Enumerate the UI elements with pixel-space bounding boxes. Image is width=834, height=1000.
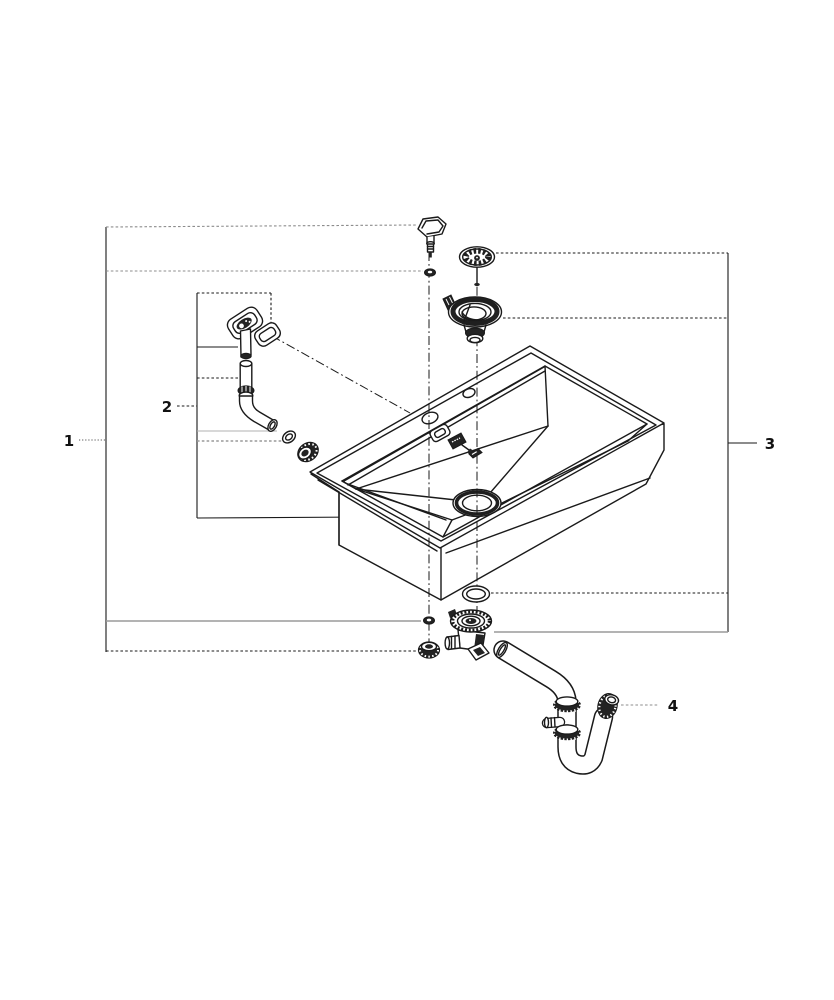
trap-ring-upper — [552, 696, 582, 714]
part-overflow-escutcheon — [226, 306, 264, 340]
reference-bracket-group3 — [491, 252, 757, 633]
sink-interior-lines — [341, 365, 648, 538]
trap-ring-lower — [552, 724, 582, 742]
sink-knob-hole — [421, 411, 439, 425]
callout-label-3: 3 — [765, 435, 775, 453]
part-strainer-plug — [458, 246, 496, 287]
part-overflow-tube-lower — [237, 359, 255, 400]
reference-box-group2 — [177, 292, 367, 519]
sink-clip — [461, 444, 483, 459]
part-overflow-oring — [281, 430, 297, 444]
sink-faucet-hole — [462, 387, 476, 399]
part-control-knob — [417, 216, 447, 258]
part-overflow-nut — [297, 441, 319, 463]
callout-label-4: 4 — [668, 697, 678, 715]
part-sink-oring — [461, 585, 491, 603]
trap-outlet-nut — [597, 693, 620, 719]
reference-bracket-group1 — [79, 224, 423, 652]
part-overflow-tube-upper — [239, 328, 252, 360]
part-overflow-elbow — [238, 395, 278, 432]
part-drain-tailpiece — [444, 609, 493, 661]
part-sink-basin — [309, 345, 665, 601]
part-tailpiece-nut — [417, 641, 441, 659]
part-tailpiece-washer — [423, 616, 435, 625]
sink-logo-plate — [447, 432, 467, 450]
part-knob-washer — [424, 268, 436, 277]
sink-overflow-slot — [429, 423, 451, 443]
part-overflow-gasket — [253, 322, 282, 347]
part-drain-trap — [493, 640, 620, 775]
callout-label-2: 2 — [162, 398, 172, 416]
callout-label-1: 1 — [64, 432, 74, 450]
part-strainer-basket — [442, 294, 503, 344]
